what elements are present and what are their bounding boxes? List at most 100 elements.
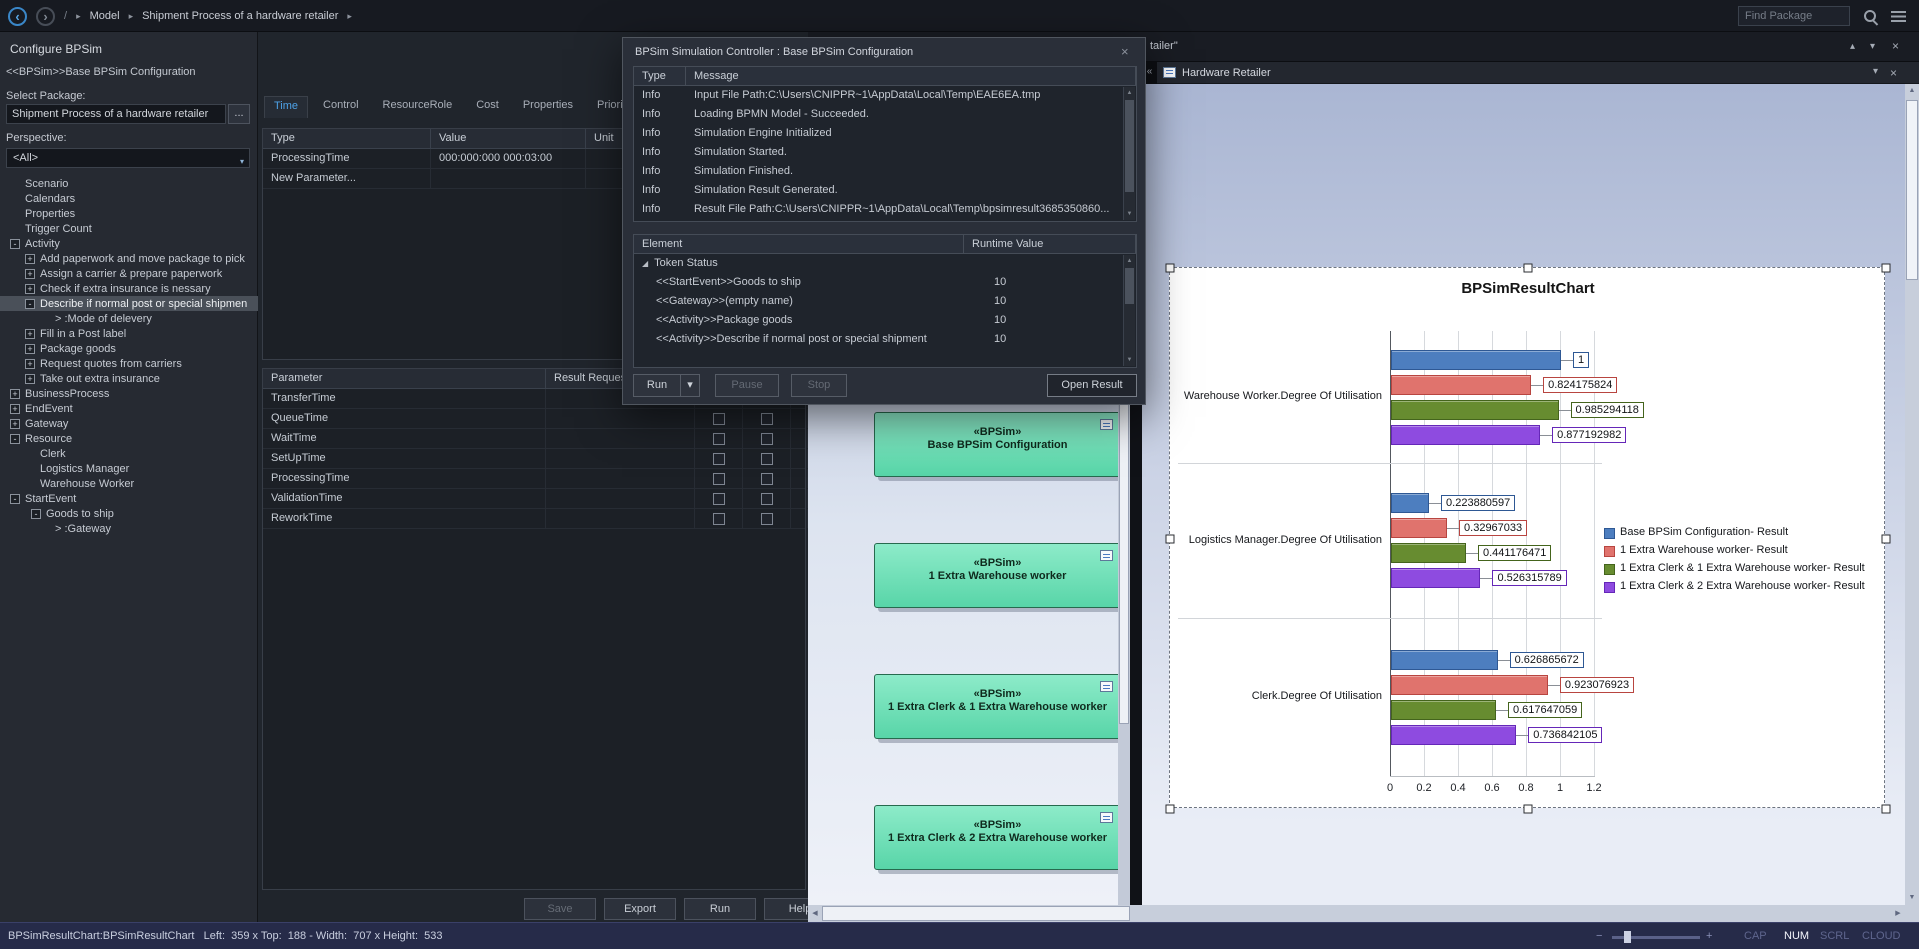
table-row[interactable]: WaitTime	[263, 429, 805, 449]
tab-resourcerole[interactable]: ResourceRole	[374, 96, 462, 118]
expand-icon[interactable]: +	[10, 404, 20, 414]
scrollbar-thumb[interactable]	[1125, 100, 1134, 192]
scroll-down-icon[interactable]: ▼	[1905, 891, 1919, 905]
expand-icon[interactable]: +	[25, 329, 35, 339]
bpsim-artifact[interactable]: «BPSim»1 Extra Warehouse worker	[874, 543, 1121, 608]
scroll-up-icon[interactable]: ▲	[1124, 255, 1135, 267]
tree-item[interactable]: Properties	[0, 206, 258, 221]
tree-item[interactable]: > :Mode of delevery	[0, 311, 258, 326]
table-row[interactable]: ProcessingTime	[263, 469, 805, 489]
close-icon[interactable]: ×	[1121, 44, 1129, 59]
bpsim-artifact[interactable]: «BPSim»Base BPSim Configuration	[874, 412, 1121, 477]
tree-item[interactable]: Calendars	[0, 191, 258, 206]
right-vertical-scrollbar[interactable]: ▲ ▼	[1905, 84, 1919, 905]
selection-handle[interactable]	[1882, 534, 1891, 543]
zoom-in-icon[interactable]: +	[1706, 930, 1712, 942]
result-checkbox[interactable]	[761, 413, 773, 425]
result-checkbox[interactable]	[761, 433, 773, 445]
tree-item[interactable]: +Request quotes from carriers	[0, 356, 258, 371]
tree-item[interactable]: Trigger Count	[0, 221, 258, 236]
log-row[interactable]: InfoSimulation Engine Initialized	[634, 124, 1136, 143]
expand-icon[interactable]: +	[25, 344, 35, 354]
expand-icon[interactable]: +	[25, 374, 35, 384]
result-checkbox[interactable]	[713, 493, 725, 505]
bpsim-result-chart[interactable]: BPSimResultChart 00.20.40.60.811.2Wareho…	[1169, 267, 1885, 808]
tree-item[interactable]: +BusinessProcess	[0, 386, 258, 401]
tab-cost[interactable]: Cost	[467, 96, 508, 118]
tree-item[interactable]: -Resource	[0, 431, 258, 446]
tree-item[interactable]: -StartEvent	[0, 491, 258, 506]
table-row[interactable]: ValidationTime	[263, 489, 805, 509]
package-input[interactable]	[6, 104, 226, 124]
result-checkbox[interactable]	[713, 453, 725, 465]
selection-handle[interactable]	[1524, 264, 1533, 273]
log-row[interactable]: InfoLoading BPMN Model - Succeeded.	[634, 105, 1136, 124]
search-icon[interactable]	[1862, 8, 1879, 25]
log-row[interactable]: InfoResult File Path:C:\Users\CNIPPR~1\A…	[634, 200, 1136, 219]
find-package-input[interactable]	[1738, 6, 1850, 26]
tree-item[interactable]: +EndEvent	[0, 401, 258, 416]
tab-time[interactable]: Time	[264, 96, 308, 118]
bpsim-artifact[interactable]: «BPSim»1 Extra Clerk & 2 Extra Warehouse…	[874, 805, 1121, 870]
runtime-row[interactable]: <<Activity>>Describe if normal post or s…	[634, 330, 1136, 349]
tree-item[interactable]: +Add paperwork and move package to pick	[0, 251, 258, 266]
tree-item[interactable]: > :Gateway	[0, 521, 258, 536]
run-dropdown-icon[interactable]: ▾	[680, 374, 700, 397]
selection-handle[interactable]	[1166, 805, 1175, 814]
zoom-out-icon[interactable]: −	[1596, 930, 1602, 942]
scroll-left-icon[interactable]: ◀	[808, 905, 822, 922]
log-row[interactable]: InfoSimulation Started.	[634, 143, 1136, 162]
result-checkbox[interactable]	[713, 433, 725, 445]
result-checkbox[interactable]	[761, 453, 773, 465]
tree-item[interactable]: -Describe if normal post or special ship…	[0, 296, 258, 311]
selection-handle[interactable]	[1882, 264, 1891, 273]
scrollbar-thumb[interactable]	[1906, 100, 1918, 280]
close-icon[interactable]: ×	[1890, 66, 1897, 80]
expand-icon[interactable]: +	[25, 254, 35, 264]
result-checkbox[interactable]	[713, 513, 725, 525]
scroll-up-icon[interactable]: ▲	[1905, 84, 1919, 98]
runtime-row[interactable]: <<Activity>>Package goods10	[634, 311, 1136, 330]
selection-handle[interactable]	[1524, 805, 1533, 814]
back-icon[interactable]: ‹	[8, 7, 27, 26]
table-row[interactable]: ReworkTime	[263, 509, 805, 529]
token-status-group[interactable]: ◢Token Status	[634, 254, 1136, 273]
scroll-up-icon[interactable]: ▲	[1124, 87, 1135, 99]
log-row[interactable]: InfoSimulation Result Generated.	[634, 181, 1136, 200]
log-row[interactable]: InfoInput File Path:C:\Users\CNIPPR~1\Ap…	[634, 86, 1136, 105]
perspective-select[interactable]: <All> ▾	[6, 148, 250, 168]
hamburger-menu-icon[interactable]	[1891, 11, 1906, 22]
selection-handle[interactable]	[1166, 534, 1175, 543]
result-checkbox[interactable]	[761, 493, 773, 505]
element-scrollbar[interactable]: ▲ ▼	[1123, 255, 1135, 366]
run-button[interactable]: Run	[633, 374, 681, 397]
tree-item[interactable]: Logistics Manager	[0, 461, 258, 476]
pause-button[interactable]: Pause	[715, 374, 779, 397]
expand-icon[interactable]: +	[10, 389, 20, 399]
runtime-row[interactable]: <<Gateway>>(empty name)10	[634, 292, 1136, 311]
result-checkbox[interactable]	[713, 473, 725, 485]
horizontal-scrollbar[interactable]: ◀ ▶	[808, 905, 1905, 922]
collapse-icon[interactable]: -	[25, 299, 35, 309]
table-row[interactable]: SetUpTime	[263, 449, 805, 469]
expand-icon[interactable]: +	[25, 284, 35, 294]
tree-item[interactable]: -Goods to ship	[0, 506, 258, 521]
forward-icon[interactable]: ›	[36, 7, 55, 26]
tree-item[interactable]: +Gateway	[0, 416, 258, 431]
stop-button[interactable]: Stop	[791, 374, 847, 397]
tree-item[interactable]: Warehouse Worker	[0, 476, 258, 491]
scroll-down-icon[interactable]: ▼	[1124, 354, 1135, 366]
breadcrumb-package[interactable]: Shipment Process of a hardware retailer	[142, 10, 338, 22]
browse-button[interactable]: ...	[228, 104, 250, 124]
tree-item[interactable]: +Assign a carrier & prepare paperwork	[0, 266, 258, 281]
expand-icon[interactable]: +	[25, 269, 35, 279]
collapse-icon[interactable]: -	[31, 509, 41, 519]
scrollbar-thumb[interactable]	[1125, 268, 1134, 304]
selection-handle[interactable]	[1166, 264, 1175, 273]
breadcrumb-model[interactable]: Model	[90, 10, 120, 22]
run-button[interactable]: Run	[684, 898, 756, 920]
result-checkbox[interactable]	[761, 513, 773, 525]
save-button[interactable]: Save	[524, 898, 596, 920]
tree-item[interactable]: Clerk	[0, 446, 258, 461]
tree-item[interactable]: -Activity	[0, 236, 258, 251]
